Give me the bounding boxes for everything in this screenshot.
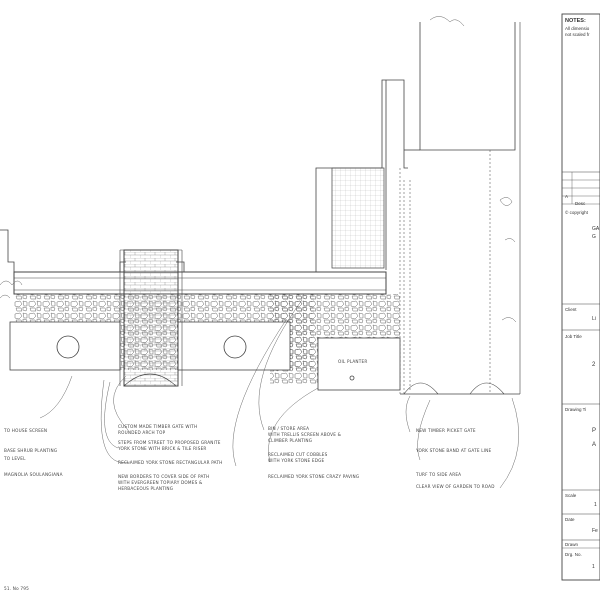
client-label: Client (565, 307, 577, 312)
note-borders-2: WITH EVERGREEN TOPIARY DOMES & (118, 480, 203, 485)
client-value: Li (592, 316, 596, 322)
description-label: Desc (575, 201, 586, 206)
note-left-2: BASE SHRUB PLANTING (4, 448, 57, 453)
note-gate-1: CUSTOM MADE TIMBER GATE WITH (118, 424, 197, 429)
project-line-1: GA (592, 226, 600, 232)
drawing-title-line-2: A (592, 442, 596, 448)
plan-annotations: OIL PLANTER TO HOUSE SCREEN BASE SHRUB P… (3, 359, 495, 591)
scale-value: 1 (594, 502, 597, 508)
note-steps-2: YORK STONE WITH BRICK & TILE RISER (117, 446, 207, 451)
note-borders-3: HERBACEOUS PLANTING (118, 486, 173, 491)
job-title-value: 2 (592, 362, 596, 368)
note-bin-2: WITH TRELLIS SCREEN ABOVE & (268, 432, 342, 437)
note-left-4: MAGNOLIA SOULANGIANA (4, 472, 63, 477)
revision-letter: A (565, 194, 568, 199)
date-label: Date (565, 517, 575, 522)
note-path: RECLAIMED YORK STONE RECTANGULAR PATH (118, 460, 223, 465)
oil-planter-label: OIL PLANTER (338, 359, 367, 364)
notes-heading: NOTES: (565, 18, 586, 24)
note-turf: TURF TO SIDE AREA (415, 472, 461, 477)
note-borders-1: NEW BORDERS TO COVER SIDE OF PATH (118, 474, 209, 479)
job-title-label: Job Title (565, 334, 582, 339)
note-bin-1: BIN / STORE AREA (268, 426, 309, 431)
note-stone-band: YORK STONE BAND AT GATE LINE (415, 448, 492, 453)
note-gate-2: ROUNDED ARCH TOP (118, 430, 166, 435)
note-picket-gate: NEW TIMBER PICKET GATE (416, 428, 476, 433)
scale-label: Scale (565, 493, 577, 498)
note-steps-1: STEPS FROM STREET TO PROPOSED GRANITE (118, 440, 221, 445)
notes-line-2: not scaled fr (565, 32, 590, 37)
note-left-1: TO HOUSE SCREEN (3, 428, 47, 433)
project-line-2: G (592, 234, 596, 240)
note-bin-3: CLIMBER PLANTING (268, 438, 312, 443)
drawing-title-line-1: P (592, 428, 596, 434)
note-clear-view: CLEAR VIEW OF GARDEN TO ROAD (416, 484, 495, 489)
copyright-text: © copyright (565, 209, 589, 215)
note-cobbles-1: RECLAIMED CUT COBBLES (268, 452, 328, 457)
drawing-number-value: 1 (592, 564, 595, 570)
note-left-3: TO LEVEL (3, 456, 26, 461)
plan-linework (0, 16, 521, 489)
notes-line-1: All dimensio (565, 26, 590, 31)
date-value: Fe (592, 528, 598, 534)
footer-code: 51. No 795 (4, 586, 29, 591)
drawn-label: Drawn (565, 542, 579, 547)
drawing-title-label: Drawing Ti (565, 407, 586, 412)
title-block: NOTES: All dimensio not scaled fr A Desc… (561, 13, 600, 581)
drawing-number-label: Drg. No. (565, 552, 582, 557)
note-crazy-paving: RECLAIMED YORK STONE CRAZY PAVING (268, 474, 359, 479)
note-cobbles-2: WITH YORK STONE EDGE (268, 458, 325, 463)
